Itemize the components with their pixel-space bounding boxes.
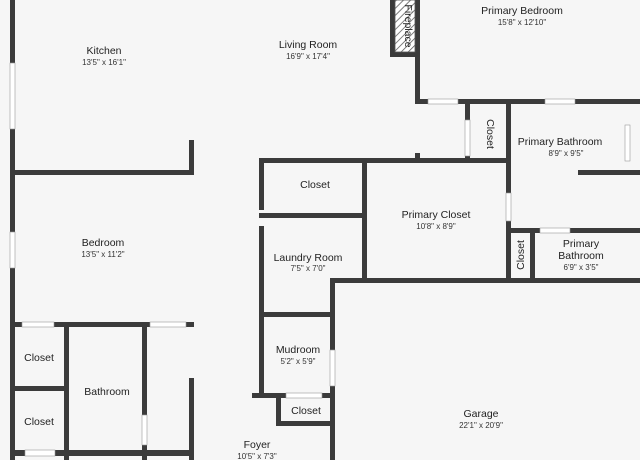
room-dims-mudroom: 5'2" x 5'9": [281, 357, 316, 366]
window: [149, 321, 187, 328]
window: [9, 62, 16, 130]
wall: [10, 0, 15, 460]
room-name-closet-left-1: Closet: [24, 352, 54, 364]
room-dims-primary-bedroom: 15'8" x 12'10": [498, 18, 546, 27]
wall: [189, 322, 194, 327]
wall: [259, 226, 264, 396]
room-dims-kitchen: 13'5" x 16'1": [82, 58, 126, 67]
window: [21, 321, 55, 328]
wall: [506, 228, 640, 233]
room-name-bathroom: Bathroom: [84, 386, 130, 398]
wall: [259, 158, 264, 210]
window: [141, 414, 148, 446]
wall: [189, 140, 194, 175]
room-name-primary-bathroom-2-line2: Bathroom: [558, 250, 604, 262]
wall: [415, 0, 420, 104]
wall: [64, 322, 69, 460]
room-name-closet-left-2: Closet: [24, 416, 54, 428]
room-name-living-room: Living Room: [279, 39, 338, 51]
wall: [10, 386, 68, 391]
fireplace-hatch: [394, 0, 416, 53]
room-name-bedroom: Bedroom: [82, 237, 125, 249]
window: [505, 192, 512, 222]
wall: [362, 158, 367, 281]
window: [539, 227, 571, 234]
wall: [189, 378, 194, 460]
wall: [259, 312, 335, 317]
window: [9, 231, 16, 269]
room-name-foyer: Foyer: [244, 439, 271, 451]
room-dims-primary-closet: 10'8" x 8'9": [416, 222, 456, 231]
window: [624, 124, 631, 162]
room-name-mudroom: Mudroom: [276, 344, 321, 356]
room-name-closet-small: Closet: [515, 240, 527, 270]
wall: [415, 99, 640, 104]
room-dims-bedroom: 13'5" x 11'2": [81, 250, 124, 259]
wall: [578, 170, 640, 175]
wall: [530, 228, 535, 281]
room-dims-garage: 22'1" x 20'9": [459, 421, 503, 430]
wall: [142, 322, 147, 460]
wall: [10, 170, 194, 175]
wall: [10, 322, 194, 327]
window: [464, 119, 471, 157]
window: [24, 449, 56, 457]
windows: [9, 62, 631, 457]
wall: [415, 153, 420, 158]
room-name-closet-primary: Closet: [484, 119, 496, 149]
wall: [390, 52, 420, 57]
room-name-kitchen: Kitchen: [86, 45, 121, 57]
room-name-primary-bedroom: Primary Bedroom: [481, 5, 563, 17]
room-name-primary-closet: Primary Closet: [402, 209, 471, 221]
wall: [390, 0, 395, 56]
window: [329, 349, 336, 387]
room-dims-living-room: 16'9" x 17'4": [286, 52, 330, 61]
wall: [506, 99, 511, 281]
room-dims-primary-bathroom: 8'9" x 9'5": [549, 149, 584, 158]
room-dims-laundry-room: 7'5" x 7'0": [291, 264, 326, 273]
room-name-primary-bathroom-2-line1: Primary: [563, 238, 600, 250]
wall: [260, 158, 510, 163]
room-name-fireplace: Fireplace: [402, 4, 414, 47]
wall: [276, 393, 281, 425]
window: [544, 98, 576, 105]
wall: [259, 213, 365, 218]
wall: [276, 421, 335, 426]
room-name-laundry-room: Laundry Room: [274, 252, 343, 264]
window: [285, 392, 323, 399]
wall: [330, 278, 640, 283]
room-dims-foyer: 10'5" x 7'3": [237, 452, 277, 460]
wall: [10, 450, 194, 456]
room-name-garage: Garage: [463, 408, 498, 420]
window: [427, 98, 459, 105]
room-name-primary-bathroom: Primary Bathroom: [518, 136, 603, 148]
room-name-closet-mudroom: Closet: [291, 405, 321, 417]
room-name-closet-top: Closet: [300, 179, 330, 191]
room-dims-primary-bathroom-2: 6'9" x 3'5": [564, 263, 599, 272]
